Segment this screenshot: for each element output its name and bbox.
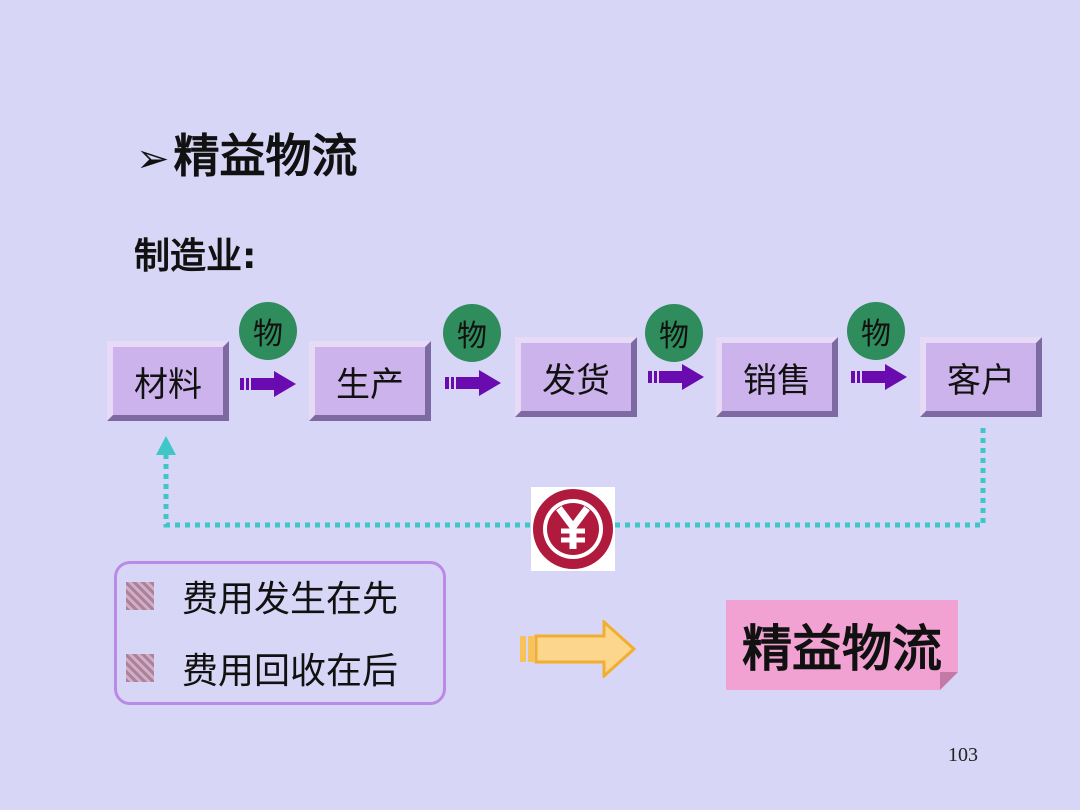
result-arrow-icon <box>520 620 636 678</box>
cost-list-box <box>114 561 446 705</box>
list-item-text: 费用发生在先 <box>182 579 399 620</box>
flow-arrow-icon <box>851 364 907 390</box>
yen-icon <box>531 487 615 571</box>
note-fold-corner <box>940 672 958 690</box>
list-item: 费用回收在后 <box>126 644 398 692</box>
section-subtitle: 制造业: <box>134 236 257 277</box>
step-box-shipping: 发货 <box>515 337 637 417</box>
bullet-square-icon <box>126 654 154 682</box>
list-item: 费用发生在先 <box>126 572 398 620</box>
material-badge: 物 <box>645 304 703 362</box>
arrow-bullet-icon: ➢ <box>136 136 170 182</box>
slide-title-text: 精益物流 <box>173 129 358 183</box>
result-note: 精益物流 <box>726 600 958 690</box>
material-badge: 物 <box>443 304 501 362</box>
list-item-text: 费用回收在后 <box>182 651 399 692</box>
step-box-sales: 销售 <box>716 337 838 417</box>
flow-arrow-icon <box>240 371 296 397</box>
step-box-materials: 材料 <box>107 341 229 421</box>
material-badge: 物 <box>847 302 905 360</box>
step-box-customer: 客户 <box>920 337 1042 417</box>
flow-arrow-icon <box>445 370 501 396</box>
material-badge: 物 <box>239 302 297 360</box>
bullet-square-icon <box>126 582 154 610</box>
flow-arrow-icon <box>648 364 704 390</box>
slide-title: ➢精益物流 <box>136 126 358 189</box>
page-number: 103 <box>948 744 978 766</box>
return-arrowhead-icon <box>156 436 176 455</box>
step-box-production: 生产 <box>309 341 431 421</box>
